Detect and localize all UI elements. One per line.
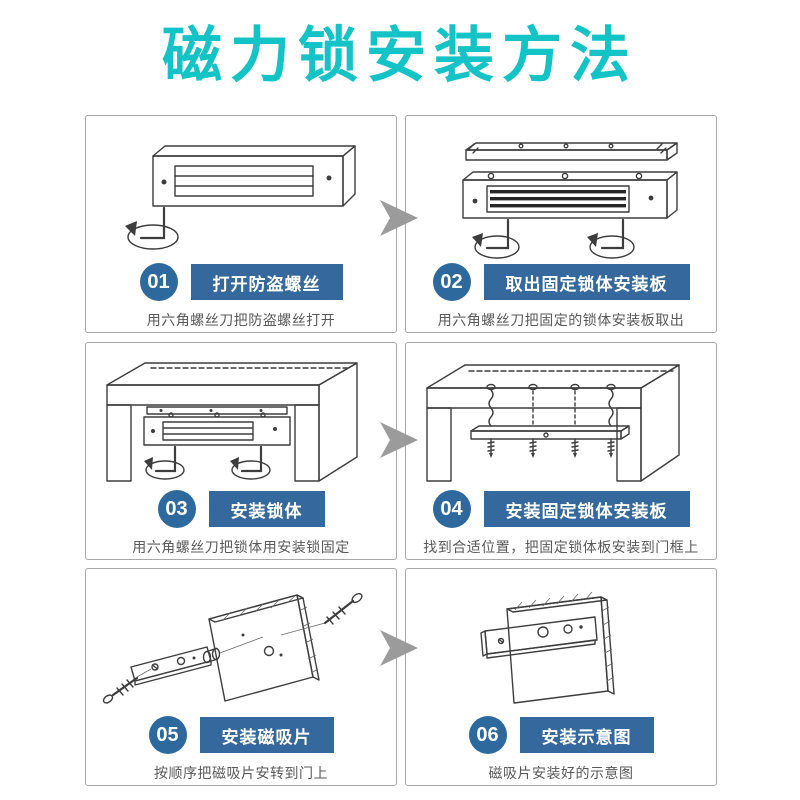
step-panel-5: 05 安装磁吸片 按顺序把磁吸片安转到门上 [85,568,397,786]
step-number-badge: 05 [148,716,187,754]
step-title-banner: 安装固定锁体安装板 [483,491,690,527]
step-row-1: 01 打开防盗螺丝 用六角螺丝刀把防盗螺丝打开 [85,115,717,333]
step2-caption: 02 取出固定锁体安装板 [432,263,690,301]
step-title-banner: 安装锁体 [208,491,325,527]
step-number-badge: 01 [139,263,178,301]
step-description: 用六角螺丝刀把锁体用安装锁固定 [132,539,350,555]
step-panel-2: 02 取出固定锁体安装板 用六角螺丝刀把固定的锁体安装板取出 [405,115,717,333]
step-number-badge: 06 [468,716,507,754]
step-panel-4: 04 安装固定锁体安装板 找到合适位置，把固定锁体板安装到门框上 [405,342,717,560]
step-description: 找到合适位置，把固定锁体板安装到门框上 [423,539,699,555]
step-number-badge: 03 [157,490,196,528]
next-step-arrow-icon [380,630,418,666]
step-title-banner: 打开防盗螺丝 [190,264,343,300]
step2-plate-and-lock-drawing [406,116,716,262]
step-number-badge: 02 [432,263,471,301]
step5-caption: 05 安装磁吸片 [148,716,334,754]
step4-caption: 04 安装固定锁体安装板 [432,490,690,528]
next-step-arrow-icon [380,422,418,458]
step4-plate-on-frame-drawing [406,343,716,489]
step6-caption: 06 安装示意图 [468,716,654,754]
step-description: 按顺序把磁吸片安转到门上 [154,765,328,781]
step-description: 用六角螺丝刀把固定的锁体安装板取出 [437,312,685,328]
step-number-badge: 04 [432,490,471,528]
step6-finished-door-drawing [406,569,716,715]
step-title-banner: 安装示意图 [519,717,654,753]
step1-maglock-drawing [86,116,396,262]
step-panel-3: 03 安装锁体 用六角螺丝刀把锁体用安装锁固定 [85,342,397,560]
step-row-3: 05 安装磁吸片 按顺序把磁吸片安转到门上 [85,568,717,786]
next-step-arrow-icon [380,200,418,236]
step-title-banner: 取出固定锁体安装板 [483,264,690,300]
step5-armature-exploded-drawing [86,569,396,715]
page-title: 磁力锁安装方法 [162,22,638,89]
step-title-banner: 安装磁吸片 [199,717,334,753]
step3-lock-on-frame-drawing [86,343,396,489]
step1-caption: 01 打开防盗螺丝 [139,263,343,301]
step-description: 用六角螺丝刀把防盗螺丝打开 [146,312,336,328]
step-panel-1: 01 打开防盗螺丝 用六角螺丝刀把防盗螺丝打开 [85,115,397,333]
step-description: 磁吸片安装好的示意图 [488,765,634,781]
step3-caption: 03 安装锁体 [157,490,325,528]
step-panel-6: 06 安装示意图 磁吸片安装好的示意图 [405,568,717,786]
step-row-2: 03 安装锁体 用六角螺丝刀把锁体用安装锁固定 [85,342,717,560]
